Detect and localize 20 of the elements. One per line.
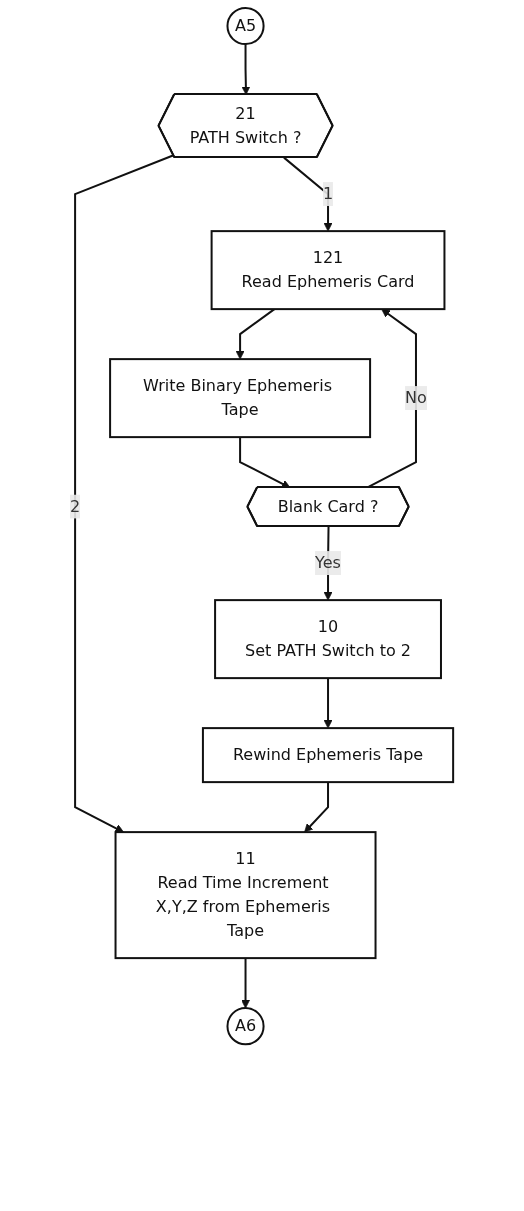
arrow bbox=[304, 781, 330, 833]
arrow bbox=[239, 436, 291, 488]
node-circle: A5 bbox=[226, 7, 265, 46]
node-box: Rewind Ephemeris Tape bbox=[202, 727, 455, 784]
arrow bbox=[283, 156, 333, 232]
arrow bbox=[74, 154, 175, 833]
node-box: 11 Read Time Increment X,Y,Z from Ephemeris Tape bbox=[114, 831, 377, 960]
arrow bbox=[366, 308, 418, 489]
edge-label: Yes bbox=[315, 553, 342, 573]
arrow bbox=[236, 308, 276, 360]
arrow bbox=[241, 43, 251, 95]
node-box: Write Binary Ephemeris Tape bbox=[109, 358, 372, 439]
node-circle: A6 bbox=[226, 1007, 265, 1046]
edge-label: No bbox=[405, 388, 428, 408]
edge-label: 2 bbox=[70, 496, 81, 516]
node-box: 121 Read Ephemeris Card bbox=[211, 230, 446, 311]
node-box: 10 Set PATH Switch to 2 bbox=[214, 599, 443, 680]
arrow bbox=[241, 957, 251, 1009]
arrow bbox=[324, 677, 333, 729]
edge-label: 1 bbox=[323, 184, 334, 204]
